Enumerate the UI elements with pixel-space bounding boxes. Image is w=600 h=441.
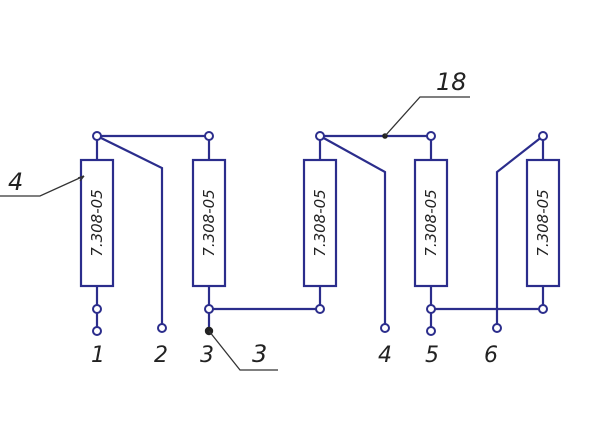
resistor-r4: 7.308-05 bbox=[413, 158, 449, 288]
terminal-node-1 bbox=[92, 326, 102, 336]
callout-wire: 18 bbox=[384, 68, 470, 137]
node bbox=[426, 131, 436, 141]
callout-resistor: 4 bbox=[0, 168, 85, 197]
node bbox=[538, 304, 548, 314]
node bbox=[204, 304, 214, 314]
connection-nodes bbox=[92, 131, 548, 336]
terminal-label-5: 5 bbox=[425, 343, 439, 368]
terminal-node-6 bbox=[492, 323, 502, 333]
node bbox=[92, 304, 102, 314]
terminal-label-6: 6 bbox=[484, 343, 498, 368]
resistor-r1: 7.308-05 bbox=[79, 158, 115, 288]
callout-junction: 3 bbox=[208, 330, 278, 371]
node bbox=[204, 131, 214, 141]
terminal-node-4 bbox=[380, 323, 390, 333]
node bbox=[315, 304, 325, 314]
resistor-r5: 7.308-05 bbox=[525, 158, 561, 288]
terminal-label-1: 1 bbox=[91, 343, 105, 368]
wire-to-terminal-4 bbox=[319, 135, 387, 326]
terminal-label-2: 2 bbox=[154, 343, 168, 368]
node bbox=[315, 131, 325, 141]
callout-label-resistor: 4 bbox=[8, 168, 23, 196]
terminal-node-5 bbox=[426, 326, 436, 336]
wire-to-terminal-2 bbox=[96, 135, 164, 326]
resistor-label: 7.308-05 bbox=[88, 189, 106, 256]
resistor-label: 7.308-05 bbox=[311, 189, 329, 256]
callout-label-junction: 3 bbox=[252, 340, 267, 368]
terminal-label-3: 3 bbox=[200, 343, 214, 368]
resistor-label: 7.308-05 bbox=[200, 189, 218, 256]
node bbox=[92, 131, 102, 141]
callout-label-wire: 18 bbox=[436, 68, 467, 96]
resistor-label: 7.308-05 bbox=[422, 189, 440, 256]
node bbox=[538, 131, 548, 141]
resistor-r2: 7.308-05 bbox=[191, 158, 227, 288]
terminal-labels: 1 2 3 4 5 6 bbox=[91, 343, 498, 368]
node bbox=[426, 304, 436, 314]
terminal-label-4: 4 bbox=[378, 343, 392, 368]
terminal-node-2 bbox=[157, 323, 167, 333]
wire-to-terminal-6 bbox=[495, 135, 544, 326]
resistor-label: 7.308-05 bbox=[534, 189, 552, 256]
resistor-r3: 7.308-05 bbox=[302, 158, 338, 288]
